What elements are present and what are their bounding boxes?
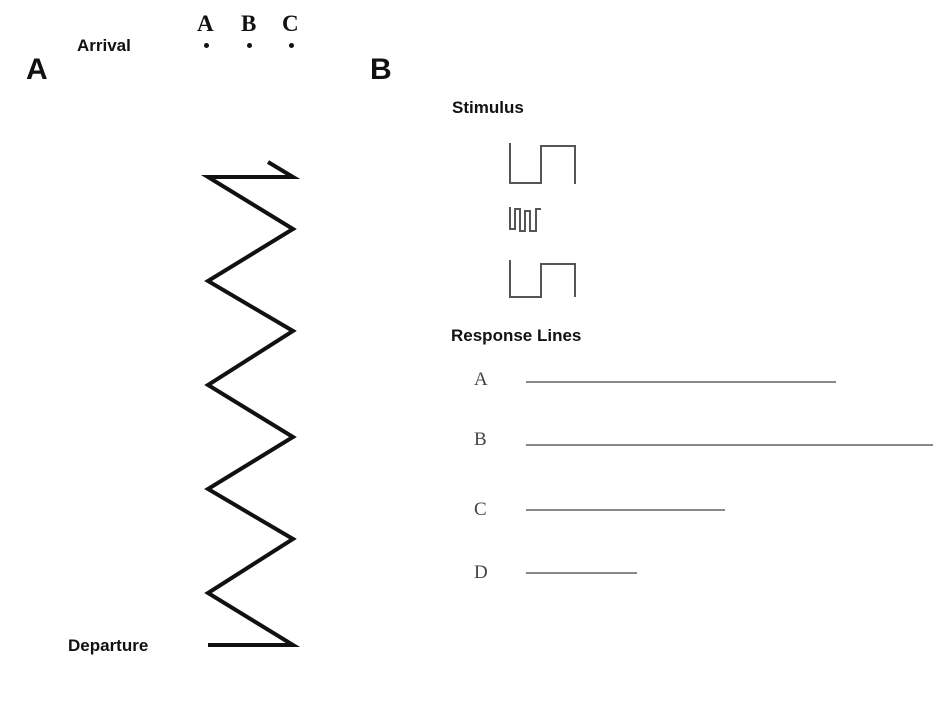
stimulus-waveform-2: [509, 207, 541, 232]
arrival-label: Arrival: [77, 36, 131, 55]
zigzag-path: [200, 160, 301, 647]
marker-b-label: B: [241, 11, 257, 36]
marker-a-label: A: [197, 11, 214, 36]
stimulus-waveform-1: [509, 143, 576, 184]
marker-c-label: C: [282, 11, 299, 36]
response-label-b: B: [474, 429, 487, 450]
response-label-d: D: [474, 562, 488, 583]
marker-a-dot: [204, 43, 209, 48]
departure-label: Departure: [68, 636, 149, 655]
panel-b-letter: B: [370, 53, 392, 86]
stimulus-label: Stimulus: [452, 98, 524, 117]
response-lines-label: Response Lines: [451, 326, 582, 345]
response-label-c: C: [474, 499, 487, 520]
marker-b-dot: [247, 43, 252, 48]
response-label-a: A: [474, 369, 488, 390]
stimulus-waveform-3: [509, 260, 576, 298]
marker-c-dot: [289, 43, 294, 48]
panel-a-letter: A: [26, 53, 48, 86]
